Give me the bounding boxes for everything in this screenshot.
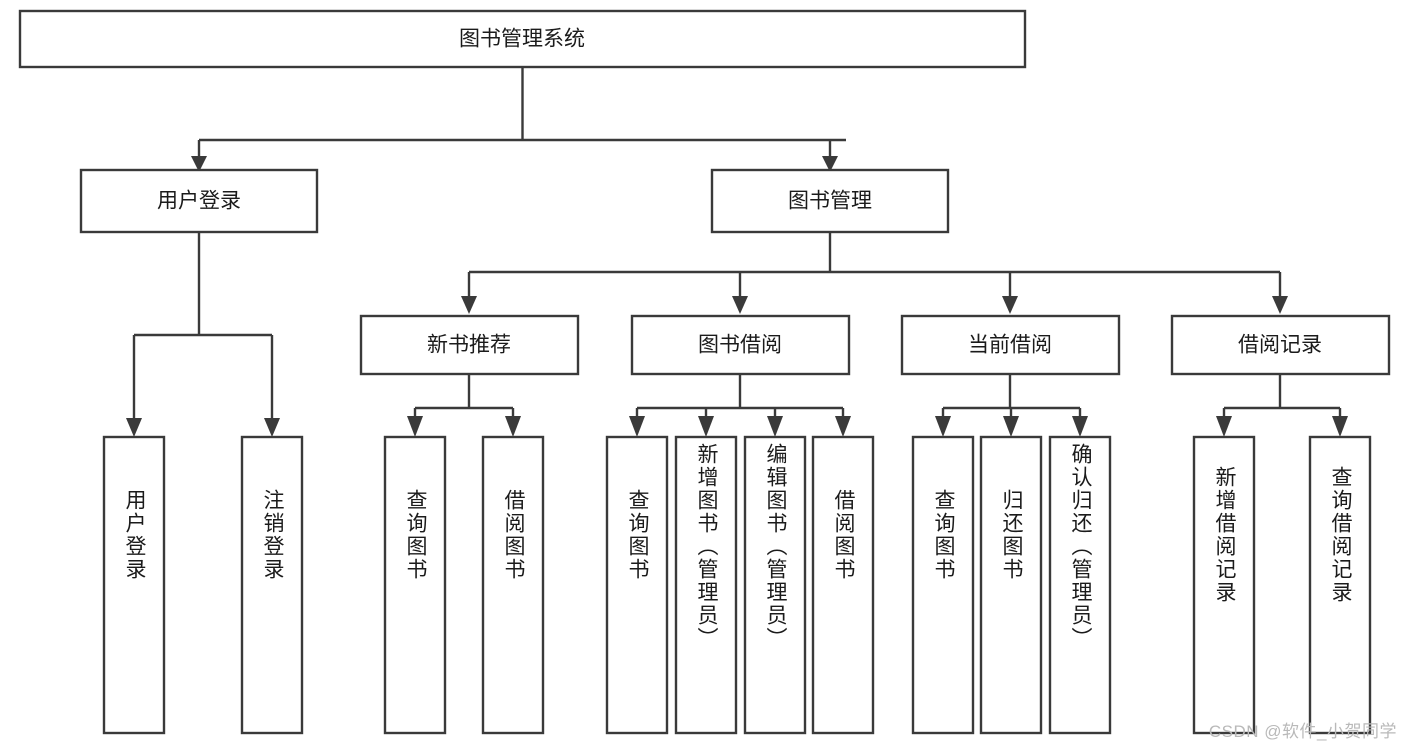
arrowhead-leaf-borrow-book-2 — [835, 416, 851, 437]
node-root-label: 图书管理系统 — [459, 28, 585, 51]
arrowhead-user-login — [191, 156, 207, 172]
arrowhead-leaf-logout — [264, 418, 280, 437]
watermark: CSDN @软件_小贺同学 — [1208, 722, 1397, 741]
arrowhead-leaf-query-book-3 — [935, 416, 951, 437]
arrowhead-leaf-query-book-1 — [407, 416, 423, 437]
leaf-query-book-current[interactable] — [911, 435, 975, 735]
leaf-query-book-recommend[interactable] — [383, 435, 447, 735]
node-borrow-record[interactable] — [1170, 314, 1391, 376]
node-book-borrow-label: 图书借阅 — [698, 334, 782, 357]
node-new-book-recommend[interactable] — [359, 314, 580, 376]
leaf-query-book-borrow[interactable] — [605, 435, 669, 735]
node-new-book-recommend-label: 新书推荐 — [427, 334, 511, 357]
arrowhead-leaf-confirm-return — [1072, 416, 1088, 437]
arrowhead-book-mgmt — [822, 156, 838, 172]
leaf-edit-book[interactable] — [743, 435, 807, 735]
node-book-borrow[interactable] — [630, 314, 851, 376]
arrowhead-leaf-borrow-book-1 — [505, 416, 521, 437]
arrowhead-new-book-recommend — [461, 296, 477, 314]
node-layer: 图书管理系统 用户登录 图书管理 新书推荐 图书借阅 当前借阅 借阅记录 — [18, 9, 1391, 735]
arrowhead-leaf-user-login — [126, 418, 142, 437]
arrowhead-leaf-return-book — [1003, 416, 1019, 437]
leaf-borrow-book-recommend[interactable] — [481, 435, 545, 735]
node-user-login-label: 用户登录 — [157, 190, 241, 213]
node-book-management[interactable] — [710, 168, 950, 234]
node-book-management-label: 图书管理 — [788, 190, 872, 213]
leaf-add-borrow-record[interactable] — [1192, 435, 1256, 735]
leaf-confirm-return[interactable] — [1048, 435, 1112, 735]
arrowhead-borrow-record — [1272, 296, 1288, 314]
leaf-query-borrow-record[interactable] — [1308, 435, 1372, 735]
leaf-add-book[interactable] — [674, 435, 738, 735]
arrowhead-leaf-add-record — [1216, 416, 1232, 437]
arrowhead-leaf-add-book — [698, 416, 714, 437]
leaf-borrow-book[interactable] — [811, 435, 875, 735]
arrowhead-leaf-edit-book — [767, 416, 783, 437]
arrowhead-leaf-query-record — [1332, 416, 1348, 437]
node-root[interactable] — [18, 9, 1027, 69]
node-user-login[interactable] — [79, 168, 319, 234]
arrowhead-current-borrow — [1002, 296, 1018, 314]
leaf-logout[interactable] — [240, 435, 304, 735]
node-current-borrow-label: 当前借阅 — [968, 334, 1052, 357]
leaf-return-book[interactable] — [979, 435, 1043, 735]
connector-layer — [126, 67, 1348, 437]
arrowhead-leaf-query-book-2 — [629, 416, 645, 437]
arrowhead-book-borrow — [732, 296, 748, 314]
node-borrow-record-label: 借阅记录 — [1238, 334, 1322, 357]
node-current-borrow[interactable] — [900, 314, 1121, 376]
leaf-user-login[interactable] — [102, 435, 166, 735]
